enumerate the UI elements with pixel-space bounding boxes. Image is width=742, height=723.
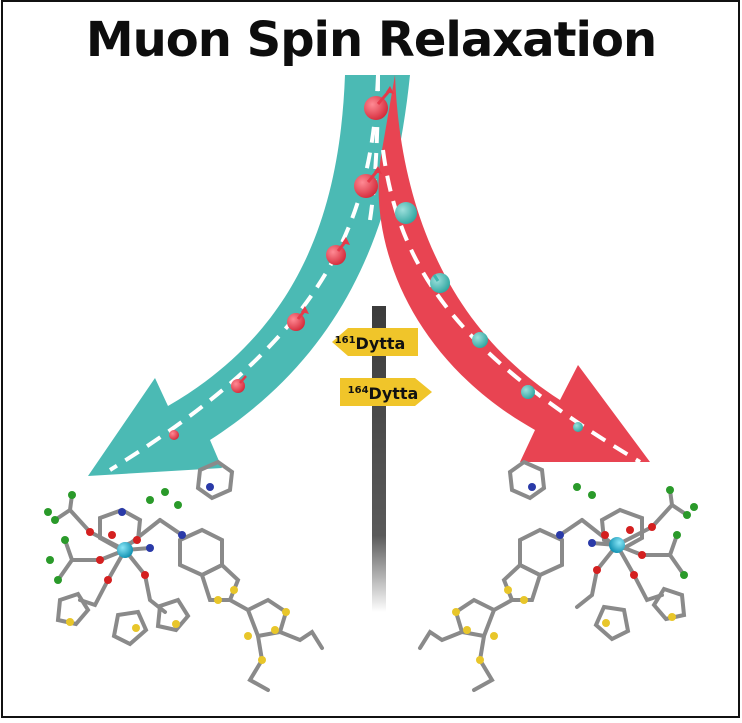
figure-title: Muon Spin Relaxation (85, 12, 657, 68)
sign-164-label: 164Dytta (348, 384, 419, 403)
molecule-right (418, 459, 698, 692)
muons-red (169, 86, 394, 440)
sign-164[interactable]: 164Dytta (340, 378, 432, 406)
sign-161[interactable]: 161Dytta (332, 328, 418, 356)
red-arrow (378, 75, 650, 464)
molecule-left-atoms (44, 483, 290, 664)
sign-161-label: 161Dytta (335, 334, 406, 353)
molecule-left (53, 459, 324, 692)
muons-teal (395, 202, 583, 432)
